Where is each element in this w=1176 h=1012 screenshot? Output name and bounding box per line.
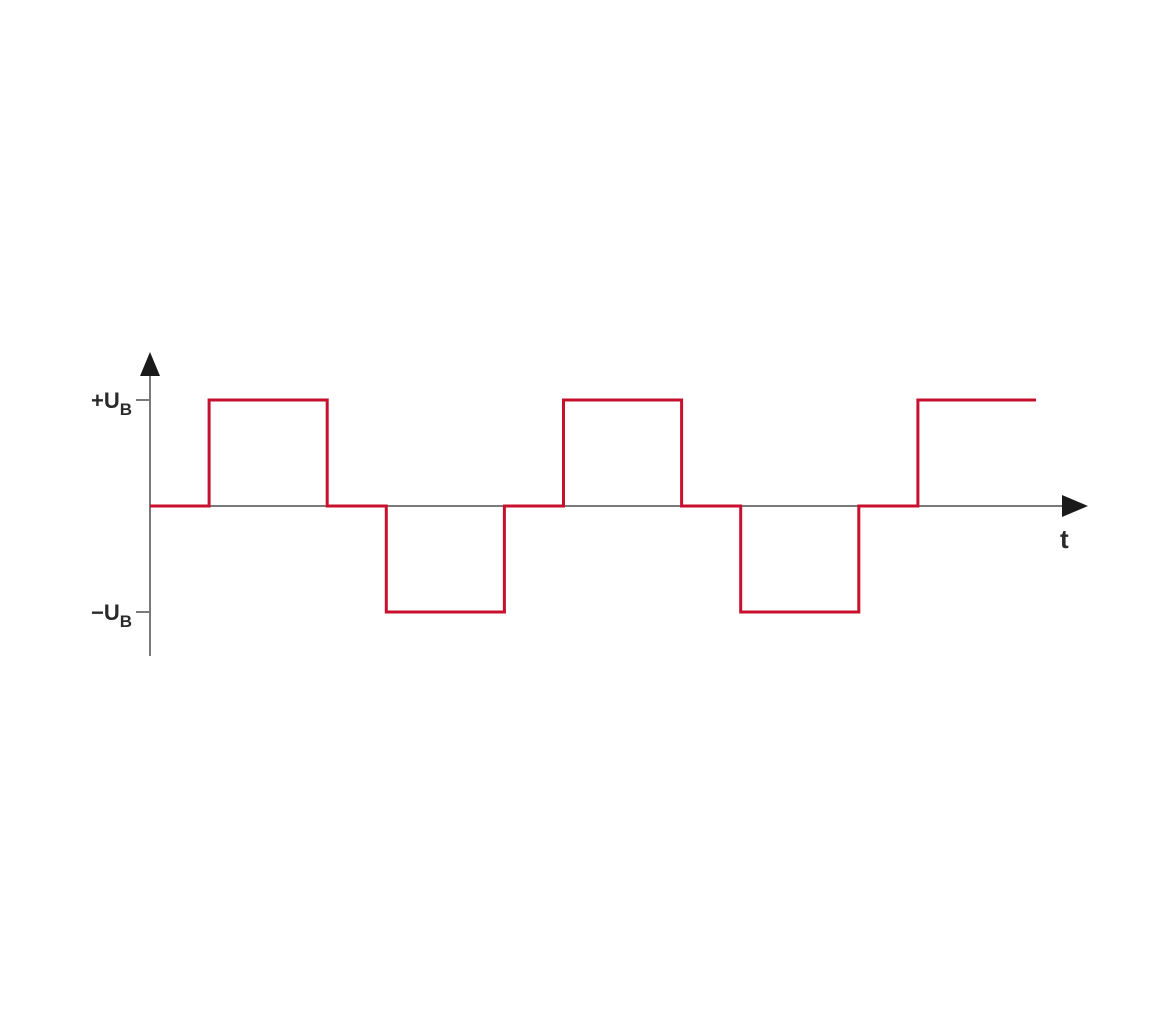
y-tick-label-main: −U [91, 600, 120, 625]
y-tick-label-subscript: B [120, 612, 132, 631]
series-group [150, 398, 1036, 614]
y-axis-arrow-icon [140, 352, 160, 376]
y-tick-label-subscript: B [120, 400, 132, 419]
x-axis-arrow-icon [1062, 495, 1088, 517]
y-tick-label-main: +U [91, 388, 120, 413]
y-tick-label: −UB [91, 600, 132, 631]
y-tick-label: +UB [91, 388, 132, 419]
x-axis-label: t [1060, 524, 1069, 554]
axes [140, 352, 1088, 656]
y-ticks: +UB−UB [91, 388, 150, 631]
series-line [150, 398, 1036, 614]
